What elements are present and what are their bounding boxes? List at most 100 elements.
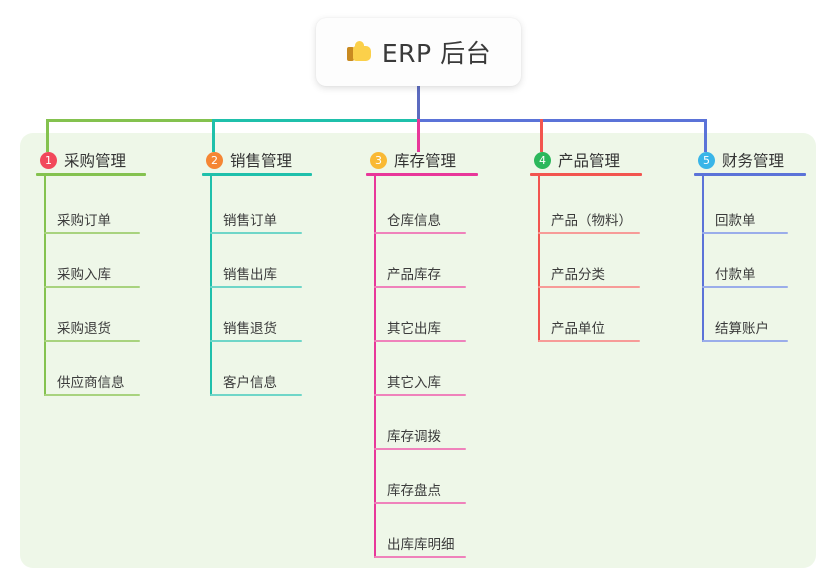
- branch-item-underline: [702, 340, 788, 342]
- branch-title: 销售管理: [230, 152, 293, 170]
- branch-item-underline: [702, 286, 788, 288]
- drop-col4: [540, 119, 543, 152]
- branch-item-underline: [374, 232, 466, 234]
- branch-item-underline: [44, 232, 140, 234]
- branch-item-label: 客户信息: [223, 375, 277, 391]
- branch-item[interactable]: 销售退货: [210, 312, 302, 342]
- branch-item-label: 采购订单: [57, 213, 111, 229]
- branch-title: 产品管理: [558, 152, 621, 170]
- branch-item-label: 仓库信息: [387, 213, 441, 229]
- drop-col5: [704, 119, 707, 152]
- branch-item[interactable]: 回款单: [702, 204, 788, 234]
- branch-item-underline: [210, 286, 302, 288]
- branch-item-label: 库存盘点: [387, 483, 441, 499]
- branch-underline: [694, 173, 806, 176]
- branch-item-label: 出库库明细: [387, 537, 455, 553]
- branch-item-label: 产品单位: [551, 321, 605, 337]
- branch-item[interactable]: 客户信息: [210, 366, 302, 396]
- branch-underline: [36, 173, 146, 176]
- branch-item-underline: [538, 286, 640, 288]
- branch-item[interactable]: 结算账户: [702, 312, 788, 342]
- branch-header-4[interactable]: 4 产品管理: [530, 147, 620, 173]
- branch-item-label: 产品（物料）: [551, 213, 632, 229]
- branch-item[interactable]: 库存盘点: [374, 474, 466, 504]
- branch-header-3[interactable]: 3 库存管理: [366, 147, 456, 173]
- branch-item-underline: [210, 340, 302, 342]
- branch-item-label: 销售订单: [223, 213, 277, 229]
- drop-col2: [212, 119, 215, 152]
- branch-item-underline: [374, 502, 466, 504]
- branch-item-underline: [702, 232, 788, 234]
- branch-item[interactable]: 产品库存: [374, 258, 466, 288]
- branch-column-3: 3 库存管理仓库信息产品库存其它出库其它入库库存调拨库存盘点出库库明细: [366, 147, 478, 558]
- branch-item[interactable]: 供应商信息: [44, 366, 140, 396]
- branch-underline: [530, 173, 642, 176]
- branch-item-label: 结算账户: [715, 321, 769, 337]
- branch-spine: [538, 173, 540, 342]
- branch-item[interactable]: 付款单: [702, 258, 788, 288]
- branch-item[interactable]: 其它出库: [374, 312, 466, 342]
- branch-item-label: 库存调拨: [387, 429, 441, 445]
- branch-item[interactable]: 产品单位: [538, 312, 640, 342]
- branch-item-underline: [374, 286, 466, 288]
- branch-spine: [44, 173, 46, 396]
- drop-col3-stem: [417, 86, 420, 122]
- branch-header-5[interactable]: 5 财务管理: [694, 147, 784, 173]
- branch-item-label: 产品分类: [551, 267, 605, 283]
- drop-col3: [417, 119, 420, 152]
- branch-item-label: 其它入库: [387, 375, 441, 391]
- branch-item[interactable]: 采购订单: [44, 204, 140, 234]
- branch-item-underline: [374, 556, 466, 558]
- branch-number-badge: 4: [534, 151, 551, 169]
- branch-title: 财务管理: [722, 152, 785, 170]
- branch-number-badge: 3: [370, 151, 387, 169]
- branch-item-underline: [210, 394, 302, 396]
- branch-item[interactable]: 库存调拨: [374, 420, 466, 450]
- branch-item-underline: [44, 340, 140, 342]
- branch-column-5: 5 财务管理回款单付款单结算账户: [694, 147, 806, 342]
- branch-item-underline: [374, 394, 466, 396]
- branch-column-4: 4 产品管理产品（物料） 产品分类产品单位: [530, 147, 642, 342]
- branch-item[interactable]: 销售出库: [210, 258, 302, 288]
- branch-item-label: 供应商信息: [57, 375, 125, 391]
- branch-item-underline: [44, 394, 140, 396]
- branch-item-underline: [374, 340, 466, 342]
- branch-number-badge: 2: [206, 151, 223, 169]
- branch-number-badge: 1: [40, 151, 57, 169]
- branch-spine: [374, 173, 376, 558]
- branch-item[interactable]: 出库库明细: [374, 528, 466, 558]
- branch-underline: [202, 173, 312, 176]
- branch-item[interactable]: 仓库信息: [374, 204, 466, 234]
- bus-green: [46, 119, 215, 122]
- branch-spine: [210, 173, 212, 396]
- branch-spine: [702, 173, 704, 342]
- drop-col1: [46, 119, 49, 152]
- bus-teal: [212, 119, 420, 122]
- branch-item[interactable]: 产品（物料）: [538, 204, 640, 234]
- branch-item[interactable]: 销售订单: [210, 204, 302, 234]
- branch-item-label: 回款单: [715, 213, 756, 229]
- branch-item[interactable]: 采购入库: [44, 258, 140, 288]
- branch-item[interactable]: 采购退货: [44, 312, 140, 342]
- branch-item[interactable]: 产品分类: [538, 258, 640, 288]
- branch-header-2[interactable]: 2 销售管理: [202, 147, 292, 173]
- branch-item-label: 采购退货: [57, 321, 111, 337]
- branch-title: 库存管理: [394, 152, 457, 170]
- branch-item[interactable]: 其它入库: [374, 366, 466, 396]
- branch-number-badge: 5: [698, 151, 715, 169]
- root-node[interactable]: ERP 后台: [316, 18, 521, 86]
- branch-item-underline: [44, 286, 140, 288]
- branch-item-label: 采购入库: [57, 267, 111, 283]
- thumbs-up-icon: [346, 39, 372, 65]
- branch-item-label: 产品库存: [387, 267, 441, 283]
- branch-item-underline: [374, 448, 466, 450]
- branch-underline: [366, 173, 478, 176]
- branch-item-underline: [538, 232, 640, 234]
- branch-item-underline: [210, 232, 302, 234]
- bus-blue: [417, 119, 707, 122]
- branch-item-label: 付款单: [715, 267, 756, 283]
- branch-item-label: 销售退货: [223, 321, 277, 337]
